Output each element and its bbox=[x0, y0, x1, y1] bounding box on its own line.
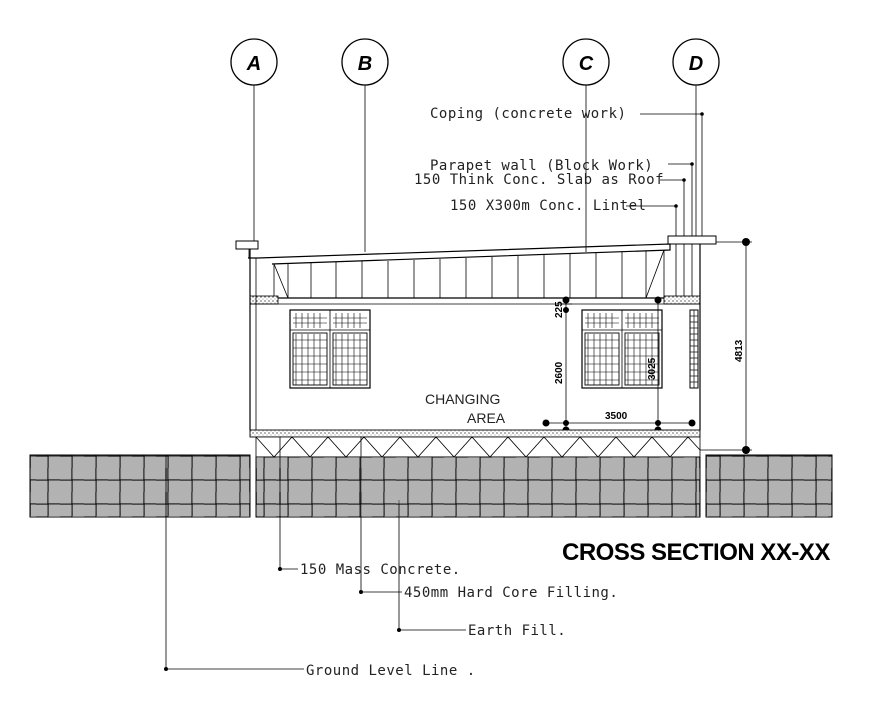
coping-label: Coping (concrete work) bbox=[430, 106, 626, 122]
grid-label-b: B bbox=[358, 53, 372, 75]
parapet-label: Parapet wall (Block Work) bbox=[430, 158, 653, 174]
grid-bubble-a: A bbox=[230, 38, 278, 86]
room-label-line2: AREA bbox=[467, 410, 506, 426]
window-right bbox=[581, 309, 663, 389]
grid-bubble-d: D bbox=[672, 38, 720, 86]
ground-level-label: Ground Level Line . bbox=[306, 663, 476, 679]
coping-left bbox=[235, 240, 259, 258]
walls bbox=[249, 244, 701, 430]
room-label-line1: CHANGING bbox=[425, 391, 500, 407]
grid-label-c: C bbox=[579, 53, 594, 75]
floor-slab bbox=[249, 429, 701, 438]
roof-trusses bbox=[273, 249, 665, 299]
bottom-leaders bbox=[164, 437, 466, 671]
grid-label-d: D bbox=[689, 53, 703, 75]
parapet-wall-right bbox=[683, 244, 701, 296]
roof-slab bbox=[248, 243, 671, 265]
mass-concrete-label: 150 Mass Concrete. bbox=[300, 562, 461, 578]
dim-4813: 4813 bbox=[734, 339, 745, 362]
drawing-title: CROSS SECTION XX-XX bbox=[562, 539, 830, 566]
dim-2600: 2600 bbox=[554, 361, 565, 384]
earth-fill bbox=[29, 454, 833, 518]
hard-core-label: 450mm Hard Core Filling. bbox=[404, 585, 618, 601]
hardcore-filling bbox=[255, 436, 701, 458]
dim-225: 225 bbox=[554, 301, 565, 318]
window-left bbox=[289, 309, 371, 389]
coping-right bbox=[667, 235, 717, 245]
dim-3500: 3500 bbox=[605, 411, 628, 422]
dim-3025: 3025 bbox=[647, 357, 658, 380]
grid-bubble-c: C bbox=[562, 38, 610, 86]
slab-leader bbox=[660, 179, 685, 244]
ring-beam bbox=[249, 295, 701, 305]
grid-label-a: A bbox=[246, 53, 261, 75]
grid-bubble-b: B bbox=[341, 38, 389, 86]
lintel-label: 150 X300m Conc. Lintel bbox=[450, 198, 646, 214]
parapet-leader bbox=[668, 163, 693, 240]
slab-label: 150 Think Conc. Slab as Roof bbox=[414, 172, 664, 188]
grid-lines bbox=[253, 85, 697, 252]
window-side-right bbox=[689, 309, 699, 389]
earth-fill-label: Earth Fill. bbox=[468, 623, 566, 639]
